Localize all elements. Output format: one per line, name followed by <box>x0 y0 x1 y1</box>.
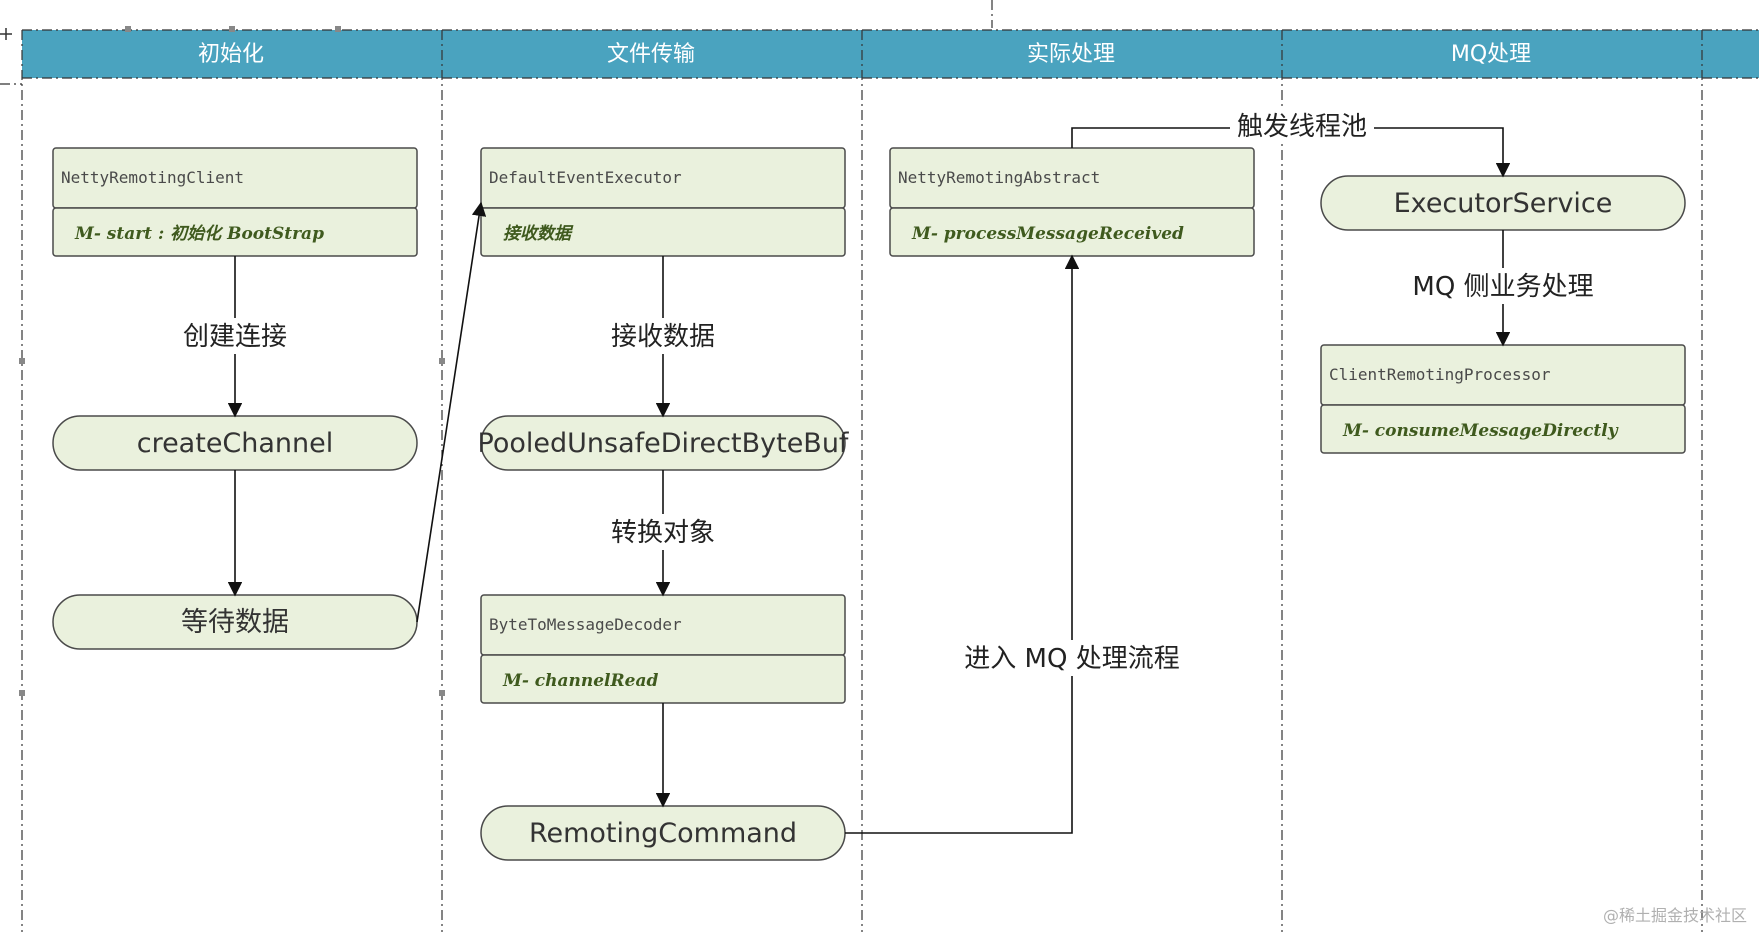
class-box-remoting-abstract[interactable]: NettyRemotingAbstract M- processMessageR… <box>889 147 1255 257</box>
class-box-event-executor[interactable]: DefaultEventExecutor 接收数据 <box>480 147 846 257</box>
class-method: M- consumeMessageDirectly <box>1342 421 1619 441</box>
class-method: M- start : 初始化 BootStrap <box>74 224 324 244</box>
label-background <box>598 514 728 550</box>
label-background <box>1403 268 1603 304</box>
class-box-client-processor[interactable]: ClientRemotingProcessor M- consumeMessag… <box>1320 344 1686 454</box>
handle <box>335 26 341 32</box>
class-method: M- channelRead <box>502 671 658 691</box>
class-method: M- processMessageReceived <box>911 224 1184 244</box>
lane-title-init: 初始化 <box>198 42 264 67</box>
node-label: createChannel <box>137 428 334 459</box>
node-executor-service[interactable]: ExecutorService <box>1320 175 1686 231</box>
edge-labels: 创建连接 接收数据 转换对象 进入 MQ 处理流程 触发线程池 MQ 侧业务处理 <box>170 108 1603 676</box>
edge-label-convert-object: 转换对象 <box>611 518 715 548</box>
handle <box>19 358 25 364</box>
edge-label-trigger-pool: 触发线程池 <box>1237 112 1367 142</box>
label-background <box>947 640 1197 676</box>
watermark: @稀土掘金技术社区 <box>1602 906 1747 925</box>
swimlane-dividers <box>0 0 1703 932</box>
node-remoting-command[interactable]: RemotingCommand <box>480 805 846 861</box>
class-box-netty-client[interactable]: NettyRemotingClient M- start : 初始化 BootS… <box>52 147 418 257</box>
node-label: RemotingCommand <box>529 818 797 849</box>
handle <box>19 690 25 696</box>
label-background <box>598 318 728 354</box>
connectors <box>227 127 1511 834</box>
handle <box>229 26 235 32</box>
handle <box>439 358 445 364</box>
class-name: ClientRemotingProcessor <box>1329 365 1551 384</box>
edge-label-receive-data: 接收数据 <box>611 322 715 352</box>
header-bar <box>22 30 1759 78</box>
lane-title-transfer: 文件传输 <box>607 42 695 67</box>
edge-enter-mq <box>845 254 1080 834</box>
swimlane-header: 初始化 文件传输 实际处理 MQ处理 <box>22 29 1759 79</box>
label-background <box>1230 108 1374 144</box>
crosshair-icon <box>0 28 12 40</box>
selection-handles <box>0 26 445 696</box>
class-box-decoder[interactable]: ByteToMessageDecoder M- channelRead <box>480 594 846 704</box>
node-label: ExecutorService <box>1394 188 1613 219</box>
edge-label-enter-mq: 进入 MQ 处理流程 <box>964 644 1179 674</box>
class-name: ByteToMessageDecoder <box>489 615 682 634</box>
class-name: DefaultEventExecutor <box>489 168 682 187</box>
node-create-channel[interactable]: createChannel <box>52 415 418 471</box>
node-label: PooledUnsafeDirectByteBuf <box>478 428 850 459</box>
class-box-body <box>1320 404 1686 454</box>
edge-to-event-executor <box>416 201 487 623</box>
lane-title-mq: MQ处理 <box>1451 42 1531 67</box>
node-pooled-buf[interactable]: PooledUnsafeDirectByteBuf <box>478 415 850 471</box>
class-method: 接收数据 <box>503 224 574 244</box>
node-label: 等待数据 <box>181 607 289 638</box>
edge-label-mq-business: MQ 侧业务处理 <box>1412 272 1593 302</box>
handle <box>439 690 445 696</box>
node-wait-data[interactable]: 等待数据 <box>52 594 418 650</box>
class-name: NettyRemotingAbstract <box>898 168 1100 187</box>
lane-title-processing: 实际处理 <box>1027 42 1115 67</box>
label-background <box>170 318 300 354</box>
handle <box>125 26 131 32</box>
edge-label-create-connection: 创建连接 <box>183 322 287 352</box>
class-name: NettyRemotingClient <box>61 168 244 187</box>
